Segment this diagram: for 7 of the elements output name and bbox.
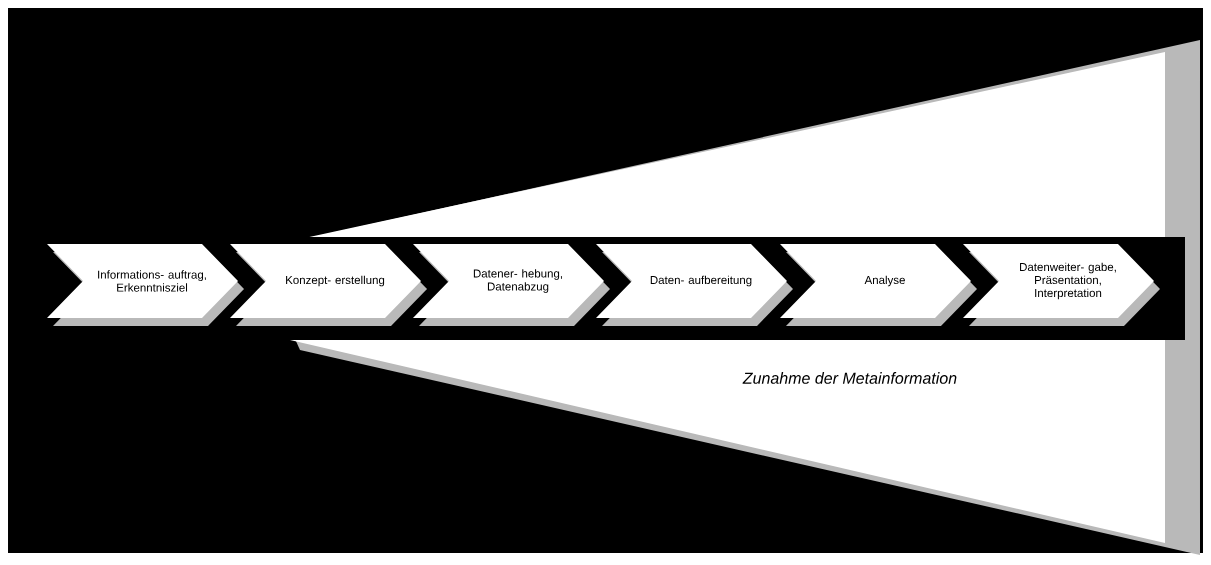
chevron-box: Analyse [780, 244, 977, 326]
chevron-box: Datener- hebung, Datenabzug [413, 244, 610, 326]
chevron-box: Informations- auftrag, Erkenntnisziel [47, 244, 244, 326]
wedge-label: Zunahme der Metainformation [742, 372, 957, 384]
chevron-box: Konzept- erstellung [230, 244, 427, 326]
chevron-box: Daten- aufbereitung [596, 244, 793, 326]
chevron-box: Datenweiter- gabe, Präsentation, Interpretation [963, 244, 1160, 326]
